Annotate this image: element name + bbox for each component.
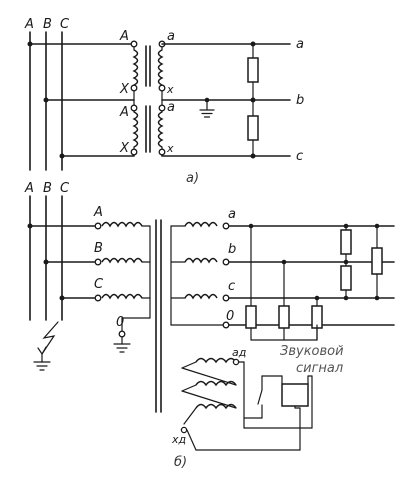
- bus-label-a-C: C: [60, 17, 70, 32]
- junction-dot: [59, 153, 65, 159]
- secondary-winding-b: [170, 257, 230, 266]
- voltage-transformer-1: [130, 40, 166, 101]
- vt1-primary-start-label: A: [119, 29, 129, 44]
- resistor: [247, 57, 259, 83]
- bus-label-a-B: B: [43, 17, 52, 32]
- bus-label-b-B: B: [43, 181, 52, 196]
- phase-phase-resistors: [340, 223, 383, 301]
- phase-neutral-resistors: [245, 223, 323, 341]
- voltage-transformer-2: [130, 99, 166, 157]
- output-label-b: b: [296, 93, 304, 108]
- vt2-primary-end-label: X: [119, 141, 130, 156]
- signal-label-line1: Звуковой: [280, 344, 344, 359]
- signal-label-line2: сигнал: [296, 361, 343, 376]
- diagram-b: A B C: [24, 181, 395, 470]
- primary-label-A: A: [93, 205, 103, 220]
- bus-label-b-C: C: [60, 181, 70, 196]
- diagram-a: A B C: [24, 17, 304, 186]
- load-resistors-a: [247, 41, 259, 159]
- primary-winding-B: [94, 257, 151, 266]
- vt1-secondary-start-label: a: [167, 29, 175, 44]
- delta-terminal-x-label: xд: [171, 433, 186, 446]
- open-delta-winding: [180, 357, 240, 434]
- bus-label-a-A: A: [24, 17, 34, 32]
- primary-neutral-label: 0: [116, 315, 124, 330]
- primary-winding-A: [94, 221, 151, 230]
- vt2-secondary-end-label: x: [166, 142, 174, 155]
- vt2-primary-start-label: A: [119, 105, 129, 120]
- resistor: [340, 265, 352, 291]
- secondary-label-a: a: [228, 207, 236, 222]
- secondary-winding-a: [170, 221, 230, 230]
- primary-neutral-ground: [113, 317, 131, 353]
- caption-a: а): [186, 171, 199, 186]
- secondary-neutral-label: 0: [226, 309, 234, 324]
- primary-label-C: C: [94, 277, 104, 292]
- vt1-secondary-end-label: x: [166, 83, 174, 96]
- junction-dot: [43, 97, 49, 103]
- vt1-primary-end-label: X: [119, 82, 130, 97]
- ground-symbol-a: [199, 97, 215, 118]
- output-label-a: a: [296, 37, 304, 52]
- vt2-secondary-start-label: a: [167, 100, 175, 115]
- sound-signal-circuit: [186, 361, 313, 451]
- resistor: [371, 247, 383, 275]
- resistor: [278, 305, 290, 329]
- secondary-label-b: b: [228, 242, 236, 257]
- resistor: [247, 115, 259, 141]
- secondary-label-c: c: [228, 279, 235, 294]
- resistor: [340, 229, 352, 255]
- junction-dot: [27, 41, 33, 47]
- resistor: [245, 305, 257, 329]
- relay-coil: [281, 383, 309, 407]
- delta-terminal-a-label: aд: [232, 346, 246, 359]
- caption-b: б): [174, 455, 187, 470]
- output-label-c: c: [296, 149, 303, 164]
- secondary-winding-c: [170, 293, 230, 302]
- primary-label-B: B: [94, 241, 103, 256]
- fault-lightning-symbol: [33, 321, 59, 371]
- bus-label-b-A: A: [24, 181, 34, 196]
- primary-winding-C: [94, 293, 151, 302]
